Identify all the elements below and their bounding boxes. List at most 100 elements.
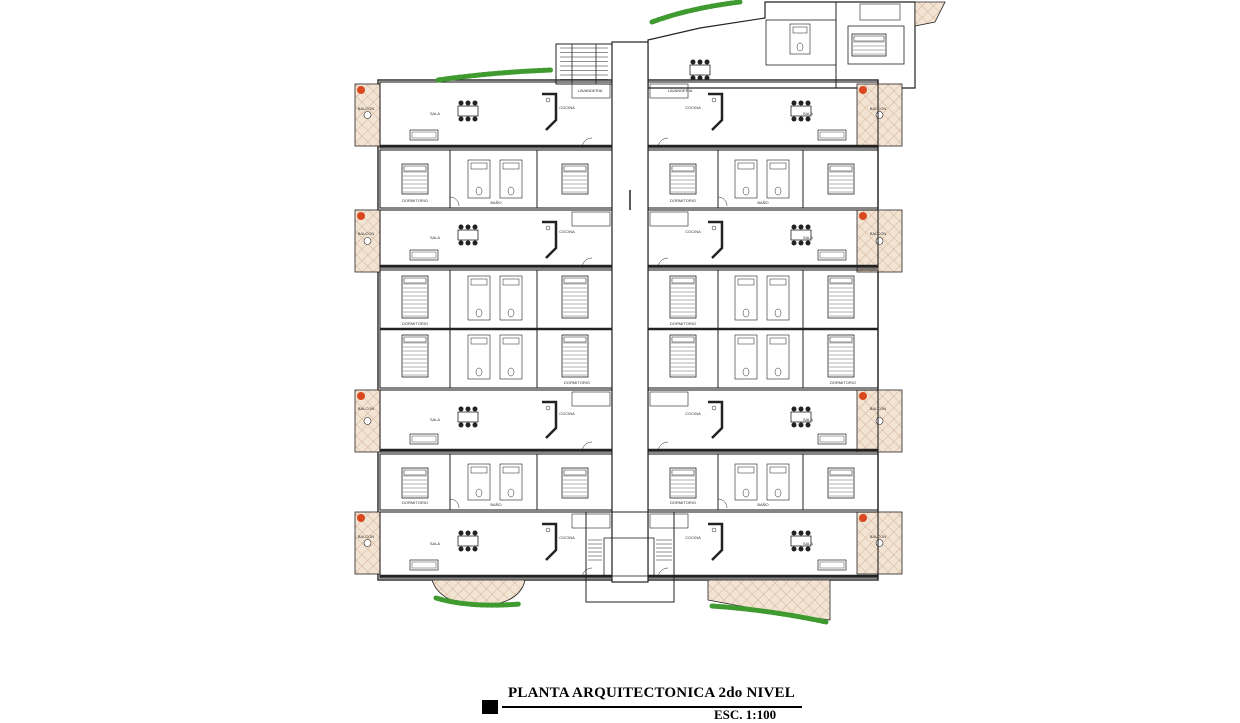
label-bedroom: DORMITORIO <box>402 198 428 203</box>
sofa <box>409 559 439 571</box>
dining-chair <box>458 116 464 122</box>
label-kitchen: COCINA <box>685 105 701 110</box>
dining-table <box>457 411 479 423</box>
plant <box>357 392 365 400</box>
dining-chair <box>690 75 696 81</box>
dining-chair <box>472 406 478 412</box>
title-underline <box>502 706 802 708</box>
sink <box>769 278 787 286</box>
label-bedroom: DORMITORIO <box>564 380 590 385</box>
balcony-chair <box>363 417 372 425</box>
sink <box>737 337 755 345</box>
dining-chair <box>458 224 464 230</box>
hedge-top-right <box>649 0 743 25</box>
dining-chair <box>458 530 464 536</box>
bathroom <box>734 159 758 199</box>
dining-chair <box>805 422 811 428</box>
annex-closet <box>859 3 901 21</box>
bed-pillow <box>403 277 427 284</box>
bed-pillow <box>671 277 695 284</box>
bathroom <box>766 275 790 321</box>
door-swing <box>581 567 593 579</box>
label-bath: BAÑO <box>757 502 768 507</box>
bathroom <box>766 463 790 501</box>
balconies <box>354 1 946 621</box>
door-swing <box>717 196 728 207</box>
label-kitchen: COCINA <box>559 411 575 416</box>
dining-chair <box>465 422 471 428</box>
label-living: SALA <box>430 111 441 116</box>
dining-chair <box>472 422 478 428</box>
bed-pillow <box>671 165 695 172</box>
dining-chair <box>697 59 703 65</box>
door-swing <box>449 196 460 207</box>
dining-chair <box>472 240 478 246</box>
dining-chair <box>472 100 478 106</box>
dining-chair <box>805 530 811 536</box>
door-swing <box>581 257 593 269</box>
dining-chair <box>805 546 811 552</box>
stove-burner <box>711 225 717 231</box>
stove-burner <box>545 97 551 103</box>
sofa <box>817 559 847 571</box>
bed-pillow <box>829 469 853 476</box>
sink <box>769 162 787 170</box>
label-living: SALA <box>430 235 441 240</box>
kitchen-counter <box>708 92 724 131</box>
sofa-cushion <box>411 561 437 569</box>
stove-burner <box>711 527 717 533</box>
dining-chair <box>458 422 464 428</box>
kitchen-counter <box>542 400 558 439</box>
bathroom <box>734 463 758 501</box>
sink <box>470 466 488 474</box>
bed-pillow <box>403 165 427 172</box>
annex-balcony <box>914 1 946 27</box>
toilet <box>742 308 750 318</box>
laundry <box>649 211 689 227</box>
stove-burner <box>711 405 717 411</box>
sofa-cushion <box>819 251 845 259</box>
dining-chair <box>472 530 478 536</box>
label-bedroom: DORMITORIO <box>670 500 696 505</box>
dining-chair <box>690 59 696 65</box>
dining-chair <box>472 224 478 230</box>
toilet <box>475 186 483 196</box>
label-living: SALA <box>430 417 441 422</box>
hedge-bottom-right <box>709 603 829 625</box>
toilet <box>507 488 515 498</box>
plant <box>357 86 365 94</box>
label-living: SALA <box>803 417 814 422</box>
dining-chair <box>798 116 804 122</box>
kitchen-counter <box>708 220 724 259</box>
sink <box>502 466 520 474</box>
toilet <box>774 488 782 498</box>
door-swing <box>449 498 460 509</box>
sink <box>737 278 755 286</box>
label-balcony: BALCON <box>870 106 887 111</box>
label-balcony: BALCON <box>358 406 375 411</box>
floor-plan-drawing: SALA COCINA SALA COCINA DORMITORIO BAÑO DORMIT… <box>354 0 946 625</box>
apartment-units <box>379 2 905 579</box>
label-bedroom: DORMITORIO <box>402 500 428 505</box>
annex-room <box>847 25 905 65</box>
kitchen-counter <box>708 400 724 439</box>
dining-table <box>790 105 812 117</box>
bed-pillow <box>563 277 587 284</box>
toilet <box>774 308 782 318</box>
annex-outline <box>647 1 916 89</box>
dining-chair <box>791 240 797 246</box>
dining-chair <box>465 406 471 412</box>
sink <box>470 162 488 170</box>
sofa <box>409 249 439 261</box>
door-swing <box>581 137 593 149</box>
door-swing <box>657 441 669 453</box>
toilet <box>796 42 804 52</box>
dining-chair <box>798 406 804 412</box>
stove-burner <box>711 97 717 103</box>
dining-chair <box>798 100 804 106</box>
toilet <box>475 488 483 498</box>
label-bedroom: DORMITORIO <box>830 380 856 385</box>
bed-pillow <box>563 336 587 343</box>
kitchen-counter <box>542 220 558 259</box>
label-living: SALA <box>803 111 814 116</box>
